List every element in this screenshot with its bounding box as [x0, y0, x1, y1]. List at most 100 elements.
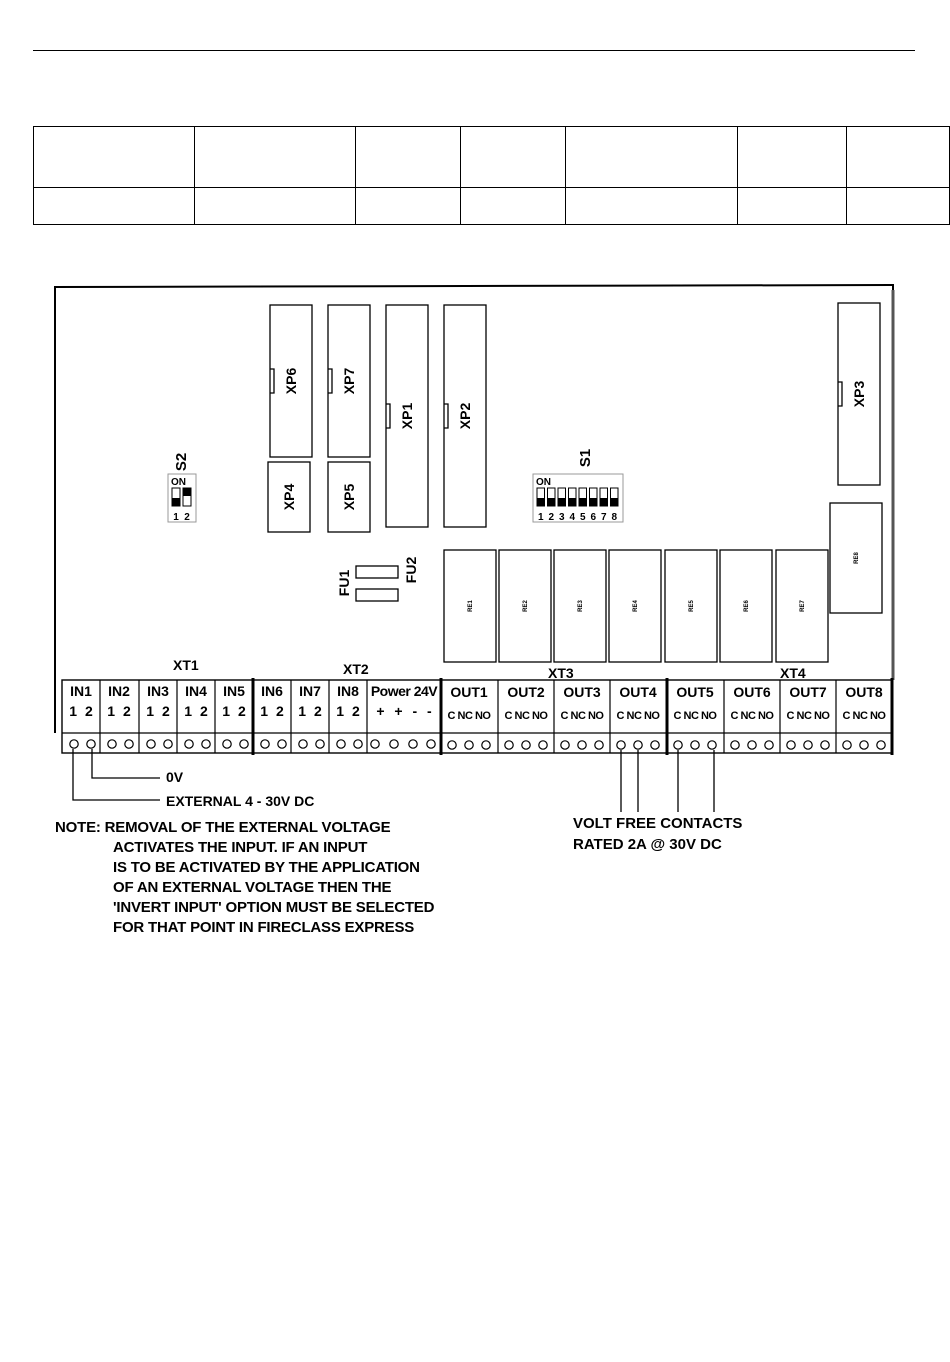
callout-wires — [72, 749, 715, 812]
connector-xp7 — [327, 304, 371, 458]
switch-position-label: 4 — [569, 512, 575, 523]
output-label-out7: OUT7 — [789, 684, 827, 700]
label-xt2: XT2 — [343, 661, 369, 677]
callout-0v: 0V — [166, 769, 184, 785]
terminal-screw — [859, 740, 869, 750]
relay-re2 — [498, 549, 552, 663]
switch-lever-knob — [579, 498, 587, 506]
terminal-screw — [222, 739, 232, 749]
table-cell — [355, 187, 461, 225]
output-label-out8: OUT8 — [845, 684, 883, 700]
table-cell — [565, 187, 738, 225]
switch-lever-knob — [568, 498, 576, 506]
terminal-screw — [876, 740, 886, 750]
switch-position-label: 3 — [559, 512, 565, 523]
wire-external-supply — [72, 749, 160, 801]
output-pins: C NC NO — [674, 710, 718, 722]
terminal-screw — [521, 740, 531, 750]
connector-label: XP6 — [283, 368, 299, 395]
callout-volt-free: VOLT FREE CONTACTS — [573, 815, 742, 832]
input-label-in8: IN8 — [337, 683, 359, 699]
output-pins: C NC NO — [561, 710, 605, 722]
connector-label: XP4 — [281, 484, 297, 511]
fuse-body — [355, 565, 399, 579]
output-label-out3: OUT3 — [563, 684, 601, 700]
table-cell — [460, 187, 566, 225]
terminal-screw — [820, 740, 830, 750]
spec-table — [33, 126, 950, 225]
relay-label: RE2 — [523, 600, 529, 612]
relay-label: RE5 — [689, 600, 695, 612]
terminal-screw — [594, 740, 604, 750]
note-line-5: 'INVERT INPUT' OPTION MUST BE SELECTED — [113, 899, 435, 916]
terminal-screw — [408, 739, 418, 749]
table-cell — [194, 187, 356, 225]
label-xt1: XT1 — [173, 657, 199, 673]
switch-lever-knob — [589, 498, 597, 506]
table-cell — [355, 126, 461, 188]
connector-label: XP2 — [457, 403, 473, 430]
input-label-in6: IN6 — [261, 683, 283, 699]
switch-position-label: 2 — [184, 512, 190, 523]
relay-re3 — [553, 549, 607, 663]
terminal-screw — [504, 740, 514, 750]
power-pins: + + - - — [376, 703, 432, 719]
input-pins: 1 2 — [298, 703, 322, 719]
board-outline — [54, 283, 895, 733]
output-pins: C NC NO — [843, 710, 887, 722]
connector-xp2 — [443, 304, 487, 528]
terminal-screw — [803, 740, 813, 750]
terminal-screw — [786, 740, 796, 750]
input-label-in2: IN2 — [108, 683, 130, 699]
table-cell — [846, 126, 950, 188]
input-pins: 1 2 — [107, 703, 131, 719]
terminal-screw — [764, 740, 774, 750]
switch-lever-knob — [558, 498, 566, 506]
output-pins: C NC NO — [448, 710, 492, 722]
note-line-6: FOR THAT POINT IN FIRECLASS EXPRESS — [113, 919, 415, 936]
switch-position-label: 8 — [611, 512, 617, 523]
connector-xp3 — [837, 302, 881, 486]
switch-name-s2: S2 — [173, 453, 190, 471]
switch-on-label: ON — [536, 477, 551, 488]
switch-lever-knob — [600, 498, 608, 506]
switch-position-label: 1 — [538, 512, 544, 523]
input-pins: 1 2 — [184, 703, 208, 719]
terminal-screw — [146, 739, 156, 749]
terminal-screw — [730, 740, 740, 750]
terminal-screw — [426, 739, 436, 749]
switch-lever-knob — [183, 488, 191, 496]
terminal-screw — [633, 740, 643, 750]
terminal-screw — [464, 740, 474, 750]
switch-position-label: 1 — [173, 512, 179, 523]
terminal-screw — [298, 739, 308, 749]
connector-label: XP1 — [399, 403, 415, 430]
terminal-screw — [315, 739, 325, 749]
input-label-in7: IN7 — [299, 683, 321, 699]
terminal-screw — [447, 740, 457, 750]
input-pins: 1 2 — [146, 703, 170, 719]
label-xt3: XT3 — [548, 665, 574, 681]
output-label-out1: OUT1 — [450, 684, 488, 700]
terminal-screw — [260, 739, 270, 749]
wire-0v — [91, 749, 160, 779]
terminal-screw — [650, 740, 660, 750]
terminal-screw — [353, 739, 363, 749]
connector-notch — [270, 368, 275, 394]
output-label-out6: OUT6 — [733, 684, 771, 700]
terminal-screw — [577, 740, 587, 750]
terminal-screw — [107, 739, 117, 749]
input-pins: 1 2 — [336, 703, 360, 719]
switch-name-s1: S1 — [577, 449, 594, 467]
terminal-screw — [336, 739, 346, 749]
connector-xp5 — [327, 461, 371, 533]
input-label-in4: IN4 — [185, 683, 207, 699]
label-xt4: XT4 — [780, 665, 806, 681]
input-label-in5: IN5 — [223, 683, 245, 699]
header-rule — [33, 50, 915, 51]
relay-re5 — [664, 549, 718, 663]
terminal-screw — [673, 740, 683, 750]
